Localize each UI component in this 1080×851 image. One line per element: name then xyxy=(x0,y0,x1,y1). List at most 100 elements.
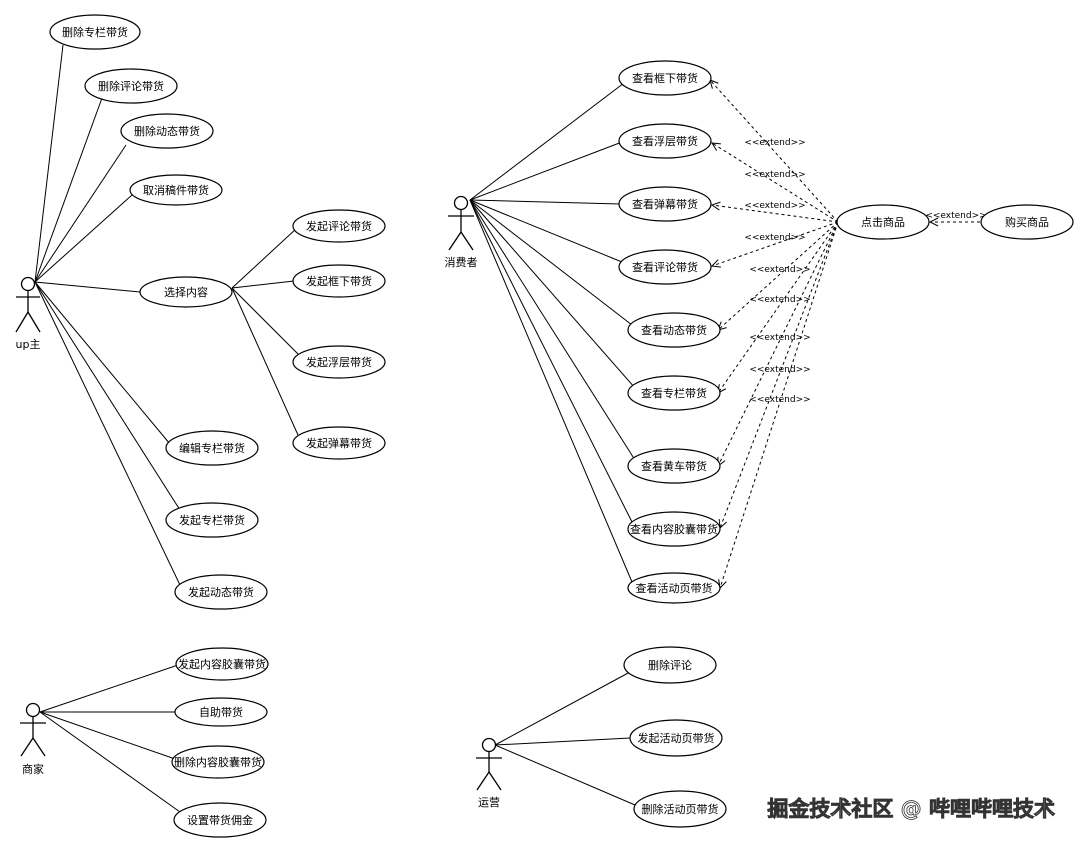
actor-ops-head xyxy=(481,737,497,753)
assoc-up-select-content xyxy=(34,281,141,293)
usecase-launch-comment-label: 发起评论带货 xyxy=(306,219,372,233)
extend-arrow-view-dynamic xyxy=(718,221,839,330)
usecase-buy-item-label: 购买商品 xyxy=(1005,215,1049,229)
consumer-associations xyxy=(469,82,636,583)
usecase-o-del-comment-label: 删除评论 xyxy=(648,658,692,672)
extend-label-buy: <<extend>> xyxy=(925,211,986,221)
usecase-o-launch-activity: 发起活动页带货 xyxy=(629,719,723,757)
usecase-view-comment: 查看评论带货 xyxy=(618,249,712,285)
extend-label-6: <<extend>> xyxy=(749,295,810,305)
assoc-up-launch-dynamic xyxy=(34,281,181,586)
usecase-m-self: 自助带货 xyxy=(174,697,268,727)
extend-label-7: <<extend>> xyxy=(749,333,810,343)
usecase-m-del-capsule-label: 删除内容胶囊带货 xyxy=(174,755,262,769)
usecase-launch-dynamic: 发起动态带货 xyxy=(174,574,268,610)
usecase-edit-column: 编辑专栏带货 xyxy=(165,430,259,466)
usecase-view-danmaku: 查看弹幕带货 xyxy=(618,186,712,222)
assoc-ops-launch-activity xyxy=(494,737,631,746)
usecase-o-del-activity-label: 删除活动页带货 xyxy=(642,802,719,816)
extend-arrow-view-column xyxy=(718,221,839,393)
actor-up-head xyxy=(20,276,36,292)
usecase-m-launch-capsule-label: 发起内容胶囊带货 xyxy=(178,657,266,671)
usecase-cancel-draft-label: 取消稿件带货 xyxy=(143,183,209,197)
usecase-view-cart: 查看黄车带货 xyxy=(627,448,721,484)
ops-associations xyxy=(494,671,636,806)
assoc-up-del-dynamic xyxy=(34,144,127,283)
extend-arrow-view-frame xyxy=(710,80,839,223)
up-associations xyxy=(34,44,299,586)
assoc-ops-del-activity xyxy=(494,744,636,806)
extend-label-1: <<extend>> xyxy=(744,138,805,148)
usecase-view-danmaku-label: 查看弹幕带货 xyxy=(632,197,698,211)
usecase-view-cart-label: 查看黄车带货 xyxy=(641,459,707,473)
assoc-select-launch-float xyxy=(231,287,299,355)
assoc-ops-del-comment xyxy=(494,671,631,746)
extend-relations: <<extend>> <<extend>> <<extend>> <<exten… xyxy=(710,80,987,588)
actor-consumer-head xyxy=(453,195,469,211)
assoc-merchant-commission xyxy=(39,711,181,813)
usecase-view-column: 查看专栏带货 xyxy=(627,375,721,411)
assoc-consumer-view-comment xyxy=(469,199,623,263)
usecase-view-frame: 查看框下带货 xyxy=(618,60,712,96)
usecase-launch-danmaku: 发起弹幕带货 xyxy=(292,426,386,460)
assoc-consumer-view-column xyxy=(469,199,636,389)
assoc-merchant-launch-capsule xyxy=(39,664,179,713)
usecase-select-content-label: 选择内容 xyxy=(164,285,208,299)
usecase-launch-frame: 发起框下带货 xyxy=(292,264,386,298)
extend-label-3: <<extend>> xyxy=(744,201,805,211)
actor-merchant: 商家 xyxy=(20,702,46,776)
usecase-del-comment: 删除评论带货 xyxy=(84,68,178,104)
assoc-merchant-del-capsule xyxy=(39,711,179,761)
actor-up-label: up主 xyxy=(16,338,41,351)
usecase-view-activity: 查看活动页带货 xyxy=(627,572,721,604)
usecase-launch-danmaku-label: 发起弹幕带货 xyxy=(306,436,372,450)
usecase-cancel-draft: 取消稿件带货 xyxy=(129,174,223,206)
assoc-select-launch-danmaku xyxy=(231,287,299,436)
usecase-view-capsule: 查看内容胶囊带货 xyxy=(627,511,721,547)
actor-ops: 运营 xyxy=(476,737,502,809)
usecase-view-float-label: 查看浮层带货 xyxy=(632,134,698,148)
usecase-view-activity-label: 查看活动页带货 xyxy=(636,581,713,595)
assoc-up-cancel-draft xyxy=(34,194,133,283)
actor-merchant-head xyxy=(25,702,41,718)
extend-label-8: <<extend>> xyxy=(749,365,810,375)
extend-label-4: <<extend>> xyxy=(744,233,805,243)
extend-arrow-view-capsule xyxy=(720,221,839,528)
usecase-del-comment-label: 删除评论带货 xyxy=(98,79,164,93)
assoc-up-del-comment xyxy=(34,97,103,283)
usecase-launch-column: 发起专栏带货 xyxy=(165,502,259,538)
extend-arrow-view-float xyxy=(712,143,839,223)
usecase-view-capsule-label: 查看内容胶囊带货 xyxy=(630,522,718,536)
assoc-consumer-view-capsule xyxy=(469,199,633,523)
merchant-associations xyxy=(39,664,181,813)
usecase-o-del-activity: 删除活动页带货 xyxy=(633,790,727,828)
assoc-consumer-view-activity xyxy=(469,199,633,583)
usecase-click-item: 点击商品 xyxy=(836,204,930,240)
watermark-text: 掘金技术社区 @ 哔哩哔哩技术 xyxy=(767,797,1055,821)
usecase-del-column-label: 删除专栏带货 xyxy=(62,25,128,39)
assoc-up-launch-column xyxy=(34,281,181,511)
assoc-consumer-view-danmaku xyxy=(469,199,621,205)
extend-label-2: <<extend>> xyxy=(744,170,805,180)
usecase-m-launch-capsule: 发起内容胶囊带货 xyxy=(175,647,269,681)
extend-arrow-view-comment xyxy=(712,221,839,266)
assoc-select-launch-comment xyxy=(231,227,298,289)
assoc-up-edit-column xyxy=(34,281,171,445)
usecase-click-item-label: 点击商品 xyxy=(861,215,905,229)
usecase-view-float: 查看浮层带货 xyxy=(618,123,712,159)
actor-up: up主 xyxy=(15,276,41,351)
assoc-up-del-column xyxy=(34,44,64,283)
extend-arrow-view-cart xyxy=(718,221,839,466)
usecase-view-dynamic: 查看动态带货 xyxy=(627,312,721,348)
usecase-launch-dynamic-label: 发起动态带货 xyxy=(188,585,254,599)
extend-label-9: <<extend>> xyxy=(749,395,810,405)
assoc-consumer-view-float xyxy=(469,141,623,201)
usecase-view-dynamic-label: 查看动态带货 xyxy=(641,323,707,337)
extend-arrow-view-activity xyxy=(720,221,839,588)
usecase-launch-comment: 发起评论带货 xyxy=(292,209,386,243)
assoc-consumer-view-frame xyxy=(469,82,625,201)
usecase-launch-frame-label: 发起框下带货 xyxy=(306,274,372,288)
actor-merchant-label: 商家 xyxy=(22,762,44,776)
